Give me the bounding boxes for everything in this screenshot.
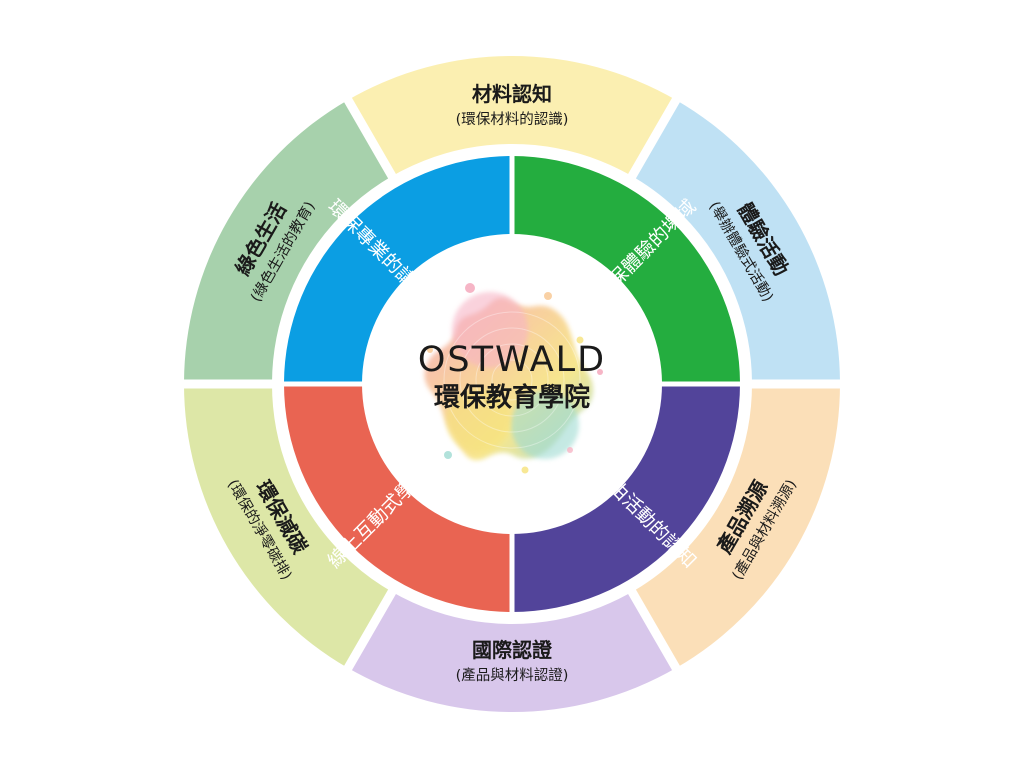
- outer-segment: [348, 590, 676, 712]
- splash-droplet: [521, 466, 529, 474]
- splash-droplet: [576, 336, 584, 344]
- outer-separator: [343, 95, 398, 182]
- splash-swirl: [459, 327, 565, 433]
- inner-ring: 環保專業的講座環保體驗的場域經由活動的認知線上互動式學習: [282, 154, 742, 614]
- logo-subtitle: 環保教育學院: [434, 382, 590, 413]
- outer-segment: [183, 384, 393, 669]
- splash-droplet: [597, 369, 603, 375]
- splash-droplet: [427, 347, 433, 353]
- splash-droplet: [444, 451, 452, 459]
- splash-blob: [446, 388, 510, 452]
- outer-segment-subtitle: (產品與材料認證): [456, 667, 569, 684]
- center-logo: OSTWALD 環保教育學院: [418, 283, 606, 474]
- outer-segment-title: 國際認證: [472, 638, 553, 662]
- outer-segment-title: 材料認知: [472, 82, 552, 106]
- splash-swirl: [475, 343, 549, 417]
- ring-gap: [272, 144, 752, 624]
- splash-droplet: [465, 283, 475, 293]
- outer-segment: [631, 384, 840, 669]
- outer-segment-subtitle: (環保材料的認識): [456, 111, 569, 128]
- splash-swirl: [491, 359, 533, 401]
- logo-title: OSTWALD: [418, 340, 606, 380]
- splash-blob: [452, 292, 528, 368]
- inner-segment: [512, 156, 740, 384]
- splash-swirl: [443, 311, 581, 449]
- outer-segment: [348, 55, 676, 178]
- outer-segment: [184, 99, 393, 384]
- logo-splash: [424, 283, 603, 474]
- outer-segment: [631, 99, 840, 384]
- inner-segment: [512, 384, 740, 612]
- splash-droplet: [544, 292, 552, 300]
- outer-separator: [626, 586, 681, 673]
- outer-separator: [626, 95, 681, 182]
- inner-segment: [284, 384, 512, 612]
- outer-ring: 材料認知(環保材料的認識)體驗活動(舉辦體驗式活動)產品溯源(產品與材料溯源)國…: [182, 55, 842, 712]
- inner-segment: [284, 156, 512, 384]
- splash-blob: [511, 391, 579, 459]
- outer-separator: [343, 586, 398, 673]
- splash-droplet: [567, 447, 573, 453]
